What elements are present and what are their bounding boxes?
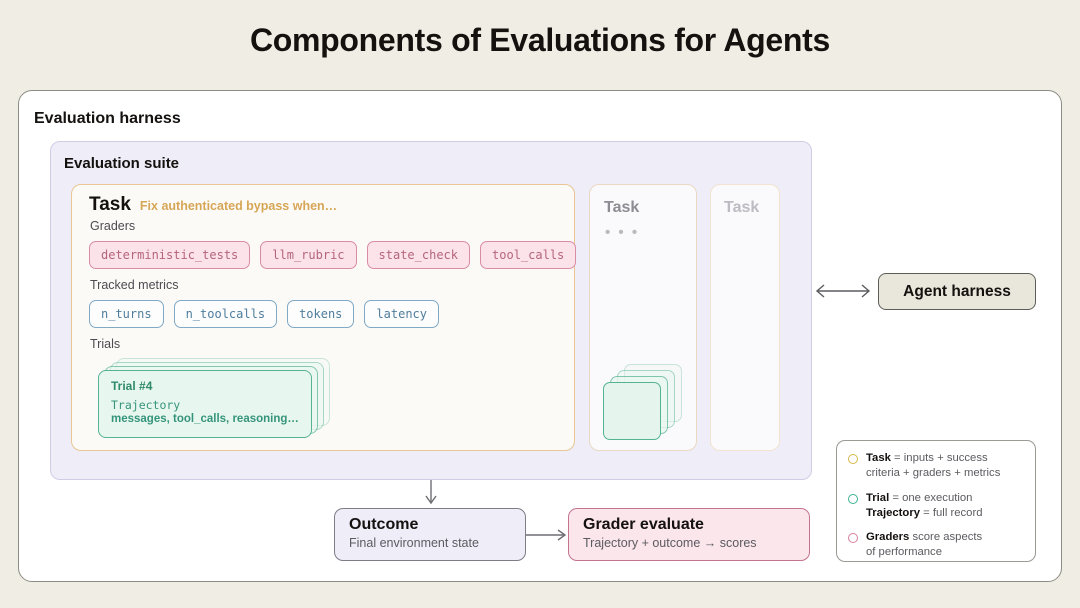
legend-dot-graders-icon [848,533,858,543]
bidirectional-arrow-icon [815,284,871,298]
task-subtitle: Fix authenticated bypass when… [139,199,338,213]
metric-pill[interactable]: tokens [287,300,355,328]
task-title: Task [89,194,131,215]
grader-evaluate-box[interactable]: Grader evaluate Trajectory + outcome → s… [568,508,810,561]
trial-card-front[interactable]: Trial #4 Trajectory messages, tool_calls… [98,370,312,438]
outcome-subtitle: Final environment state [349,536,479,550]
metrics-section-label: Tracked metrics [90,278,179,292]
trial-card-stack[interactable]: Trial #4 Trajectory messages, tool_calls… [98,358,330,438]
grader-evaluate-subtitle: Trajectory + outcome → scores [583,536,757,550]
grader-pill[interactable]: state_check [366,241,471,269]
task-card-tertiary[interactable] [710,184,780,451]
grader-pill[interactable]: deterministic_tests [89,241,251,269]
graders-section-label: Graders [90,219,136,233]
evaluation-suite-label: Evaluation suite [64,155,180,172]
trial-square-stack[interactable] [603,364,683,444]
trial-square-front[interactable] [603,382,661,440]
task-header: Task Fix authenticated bypass when… [89,194,337,216]
legend-dot-task-icon [848,454,858,464]
metric-pill[interactable]: n_turns [89,300,164,328]
task-card-secondary-ellipsis: • • • [605,224,640,241]
legend-dot-trial-icon [848,493,858,504]
agent-harness-button[interactable]: Agent harness [878,273,1036,310]
trial-id: Trial #4 [111,379,153,393]
trajectory-label: Trajectory [111,398,181,412]
task-card-secondary-title: Task [604,199,640,216]
outcome-box[interactable]: Outcome Final environment state [334,508,526,561]
trials-section-label: Trials [90,337,121,351]
trajectory-detail: messages, tool_calls, reasoning… [111,413,299,425]
outcome-to-grader-arrow-icon [526,529,567,541]
page-title: Components of Evaluations for Agents [249,22,831,58]
grader-pill[interactable]: tool_calls [480,241,577,269]
metric-pill[interactable]: n_toolcalls [173,300,278,328]
metric-pill[interactable]: latency [364,300,439,328]
outcome-title: Outcome [349,516,419,533]
evaluation-harness-label: Evaluation harness [34,110,181,127]
trial-card-content: Trial #4 Trajectory messages, tool_calls… [111,379,299,425]
suite-to-outcome-arrow-icon [425,480,437,505]
grader-pill[interactable]: llm_rubric [260,241,357,269]
metrics-pill-row: n_turns n_toolcalls tokens latency [89,300,439,328]
task-card-tertiary-title: Task [724,199,760,216]
grader-evaluate-title: Grader evaluate [583,516,704,533]
graders-pill-row: deterministic_tests llm_rubric state_che… [89,241,577,269]
